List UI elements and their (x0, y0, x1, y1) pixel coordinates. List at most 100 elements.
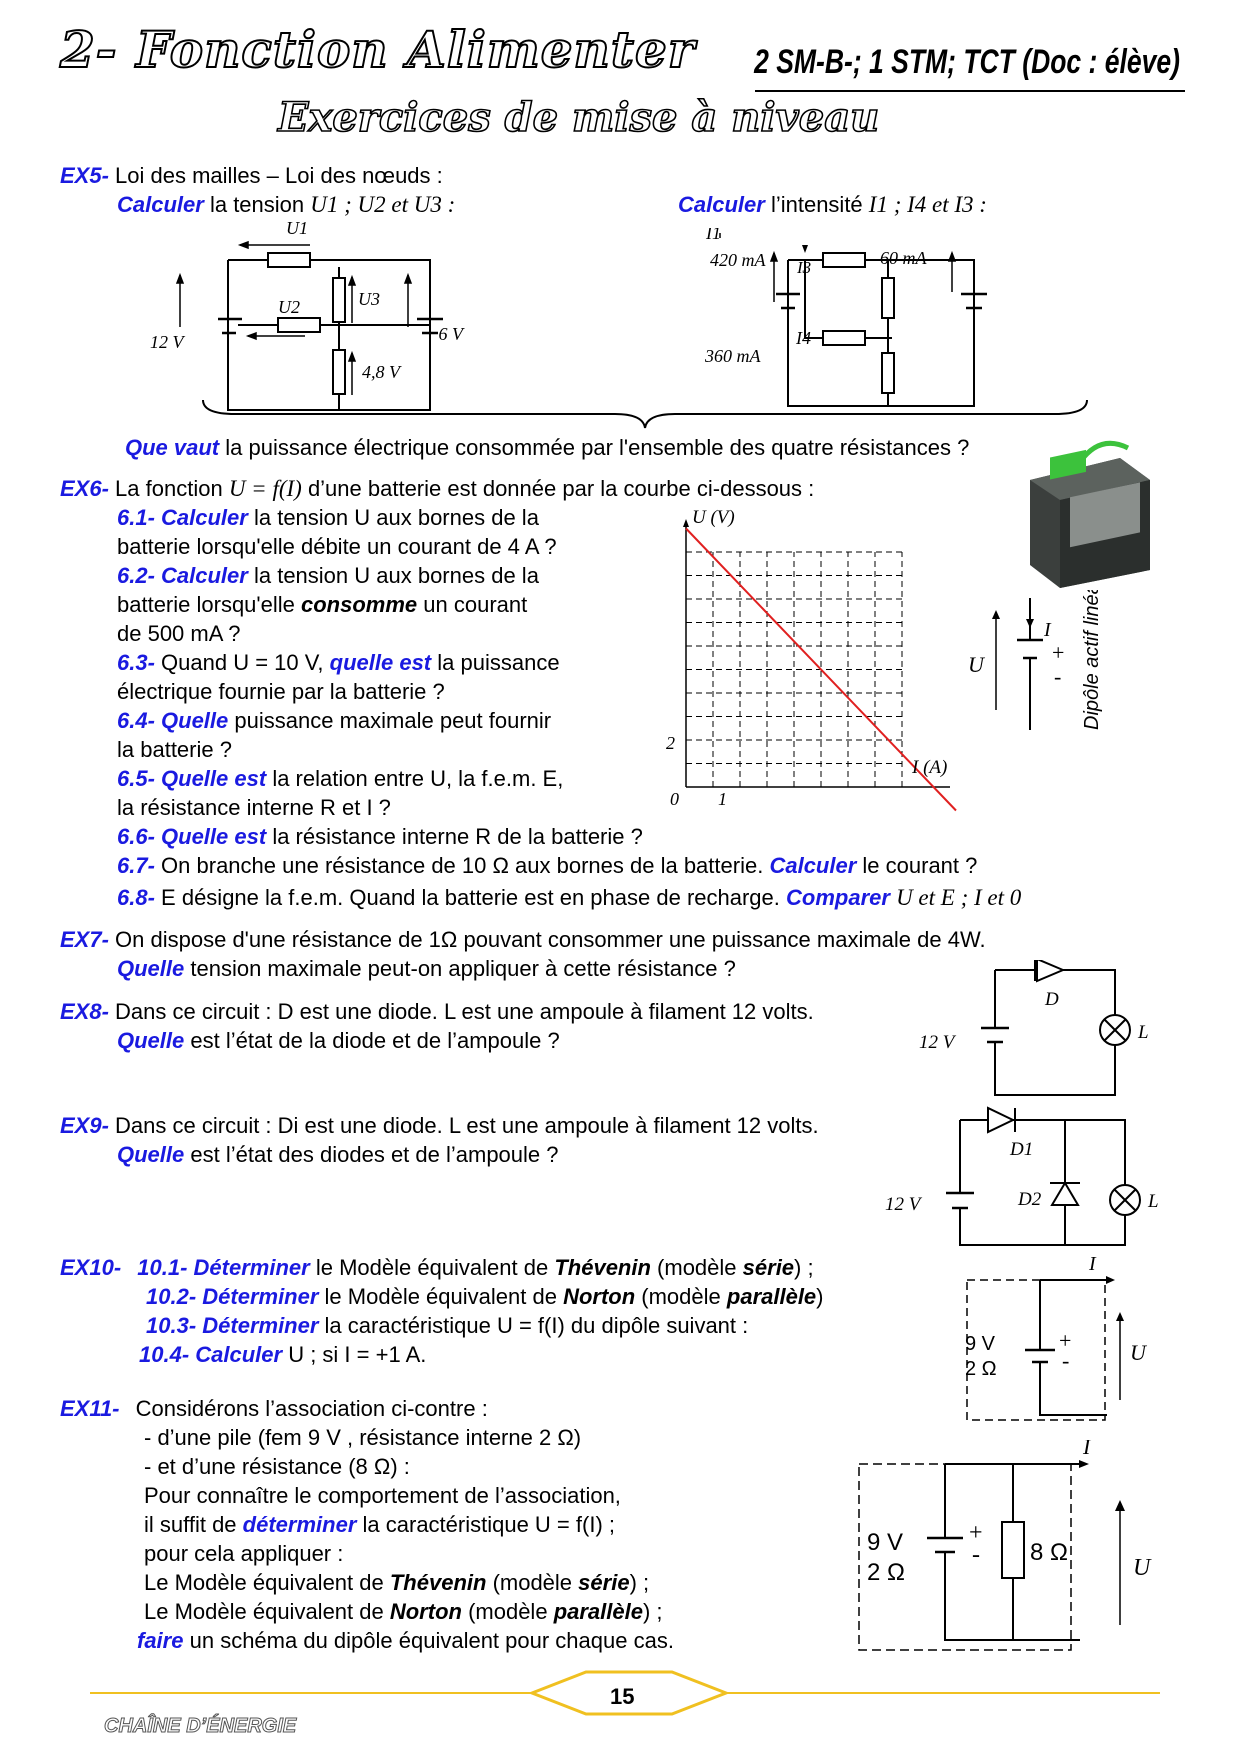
intro-b: U = f(I) (228, 476, 302, 501)
ex8-circuit: D L 12 V (919, 960, 1149, 1096)
q-verb: Quelle (117, 1028, 185, 1053)
q-num: 6.1- Calculer (117, 505, 248, 530)
ex11-l9: faire un schéma du dipôle équivalent pou… (137, 1627, 674, 1655)
q-num: 6.8- (117, 885, 155, 910)
ex11-l6: pour cela appliquer : (144, 1541, 344, 1566)
q-num: 6.5- Quelle est (117, 766, 267, 791)
lamp-l: L (1147, 1191, 1159, 1212)
ex11-l5: il suffit de déterminer la caractéristiq… (144, 1511, 615, 1539)
q-text: On branche une résistance de 10 Ω aux bo… (161, 853, 764, 878)
calc-text: la tension (209, 192, 305, 217)
i4-label: I4 (795, 328, 811, 348)
header-rule (755, 90, 1185, 92)
ex10-v: 9 V (965, 1333, 996, 1355)
diode-d2: D2 (1017, 1189, 1042, 1210)
ex10-dipole: I U 9 V 2 Ω + - (965, 1253, 1148, 1421)
page-title: 2- Fonction Alimenter (59, 20, 696, 79)
ex5-title: Loi des mailles – Loi des nœuds : (115, 163, 443, 188)
q-text: ) ; (629, 1570, 650, 1595)
chart-grid (686, 551, 903, 787)
a420-label: 420 mA (710, 250, 766, 270)
v6-label: 6 V (439, 324, 466, 344)
q64-line2: la batterie ? (117, 737, 232, 762)
ex11-u: U (1133, 1555, 1152, 1581)
q-text: Le Modèle équivalent de (144, 1570, 384, 1595)
q-text: un courant (423, 592, 528, 617)
ex11-l3: - et d’une résistance (8 Ω) : (144, 1454, 410, 1479)
q-verb: faire (137, 1628, 184, 1653)
v12: 12 V (885, 1194, 923, 1215)
minus-sign: - (1062, 1348, 1069, 1373)
q-verb: Quelle (117, 956, 185, 981)
q-text: est l’état de la diode et de l’ampoule ? (190, 1028, 560, 1053)
q62-line2: batterie lorsqu'elle consomme un courant (117, 591, 527, 619)
q-text: le Modèle équivalent de (315, 1255, 549, 1280)
dipole-diagram: U I + - Dipôle actif linéaire (968, 590, 1103, 730)
q-text: la tension U aux bornes de la (253, 505, 539, 530)
ex6-label: EX6- (60, 476, 109, 501)
q-text: la tension U aux bornes de la (253, 563, 539, 588)
u2-label: U2 (278, 297, 300, 317)
i1-label: I1 (705, 228, 721, 243)
q-emph: Thévenin (554, 1255, 651, 1280)
q-text: le courant ? (862, 853, 978, 878)
q-text: ) ; (642, 1599, 663, 1624)
q-verb: Quelle (117, 1142, 185, 1167)
calc-text: l’intensité (770, 192, 863, 217)
q65-line1: 6.5- Quelle est la relation entre U, la … (117, 765, 563, 793)
x-tick-1: 1 (718, 789, 727, 809)
ex11-r8: 8 Ω (1030, 1539, 1068, 1566)
q-verb: Calculer (769, 853, 857, 878)
q-emph: parallèle (726, 1284, 817, 1309)
ex5-intro: EX5- Loi des mailles – Loi des nœuds : (60, 162, 443, 190)
ex9-label: EX9- (60, 1113, 109, 1138)
ex9-line1: EX9- Dans ce circuit : Di est une diode.… (60, 1112, 819, 1140)
i3-label: I3 (796, 258, 811, 277)
q-text: Le Modèle équivalent de (144, 1599, 384, 1624)
a360-label: 360 mA (704, 346, 761, 366)
calc-vars: U1 ; U2 et U3 : (310, 192, 456, 217)
ex5-calc-u: Calculer la tension U1 ; U2 et U3 : (117, 191, 455, 219)
q-text: batterie lorsqu'elle (117, 592, 295, 617)
q67-line: 6.7- On branche une résistance de 10 Ω a… (117, 852, 977, 880)
ex10-i: I (1088, 1253, 1097, 1275)
q61-line1: 6.1- Calculer la tension U aux bornes de… (117, 504, 539, 532)
q-num: 6.4- Quelle (117, 708, 229, 733)
ex9-text: Dans ce circuit : Di est une diode. L es… (115, 1113, 819, 1138)
intro-a: La fonction (115, 476, 223, 501)
calc-verb: Calculer (678, 192, 765, 217)
x-axis-label: I (A) (911, 757, 947, 778)
q-text: la résistance interne R de la batterie ? (272, 824, 643, 849)
q66-line: 6.6- Quelle est la résistance interne R … (117, 823, 643, 851)
q-num: 10.2- Déterminer (146, 1284, 319, 1309)
ex6-characteristic-chart: U (V) I (A) 0 1 2 (666, 507, 957, 812)
ex9-circuit: D1 D2 L 12 V (885, 1106, 1159, 1246)
q-emph: Norton (563, 1284, 636, 1309)
x-tick-0: 0 (670, 789, 679, 809)
ex11-l8: Le Modèle équivalent de Norton (modèle p… (144, 1598, 663, 1626)
ex10-u: U (1130, 1340, 1148, 1365)
q-verb: quelle est (329, 650, 432, 675)
ex7-line1: EX7- On dispose d'une résistance de 1Ω p… (60, 926, 986, 954)
ex11-text: Considérons l’association ci-contre : (135, 1396, 488, 1421)
ex10-q1: EX10- 10.1- Déterminer le Modèle équival… (60, 1254, 814, 1282)
q-text: (modèle (641, 1284, 721, 1309)
ex8-line2: Quelle est l’état de la diode et de l’am… (117, 1027, 560, 1055)
ex9-line2: Quelle est l’état des diodes et de l’amp… (117, 1141, 559, 1169)
ex11-r: 2 Ω (867, 1559, 905, 1586)
ex11-l2: - d’une pile (fem 9 V , résistance inter… (144, 1425, 582, 1450)
ex11-circuit: I U 9 V 2 Ω 8 Ω + - (858, 1440, 1152, 1651)
intro-c: d’une batterie est donnée par la courbe … (307, 476, 815, 501)
calc-vars: I1 ; I4 et I3 : (868, 192, 987, 217)
battery-image (1030, 440, 1150, 588)
series-line (685, 527, 957, 812)
ex5-circuit-voltages: U1 U2 U3 12 V 6 V 4,8 V (150, 218, 466, 411)
q63-line1: 6.3- Quand U = 10 V, quelle est la puiss… (117, 649, 560, 677)
y-tick-2: 2 (666, 733, 675, 753)
ex11-l7: Le Modèle équivalent de Thévenin (modèle… (144, 1569, 649, 1597)
dipole-label: Dipôle actif linéaire (1081, 590, 1103, 730)
page-number: 15 (610, 1684, 635, 1709)
ex7-label: EX7- (60, 927, 109, 952)
minus-sign: - (972, 1542, 980, 1568)
chart-series-line (685, 527, 957, 812)
